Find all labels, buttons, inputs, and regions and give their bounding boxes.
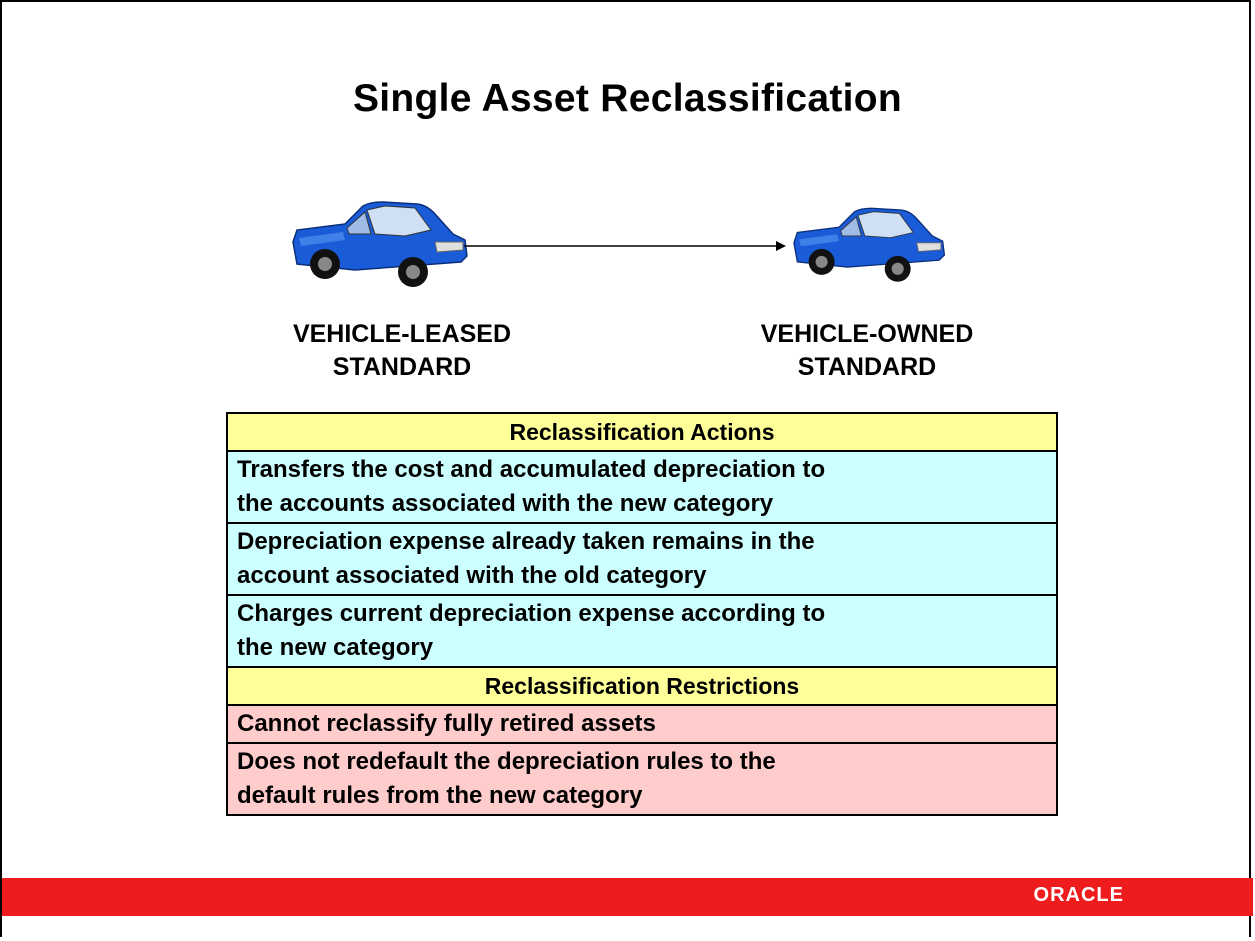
actions-header: Reclassification Actions	[228, 414, 1056, 452]
car-icon	[793, 207, 946, 282]
action-row: Depreciation expense already taken remai…	[228, 524, 1056, 596]
restrictions-header: Reclassification Restrictions	[228, 668, 1056, 706]
restriction-text: Does not redefault the depreciation rule…	[237, 748, 776, 775]
category-from-line1: VEHICLE-LEASED	[292, 320, 512, 348]
right-arrow-icon	[464, 241, 786, 251]
action-text: Depreciation expense already taken remai…	[237, 528, 815, 555]
category-to-line2: STANDARD	[797, 353, 937, 381]
restriction-row: Cannot reclassify fully retired assets	[228, 706, 1056, 744]
action-text: account associated with the old category	[237, 562, 707, 589]
category-to-line1: VEHICLE-OWNED	[760, 320, 974, 348]
category-from-label: VEHICLE-LEASED STANDARD	[252, 318, 552, 384]
action-text: the new category	[237, 634, 434, 661]
category-from-line2: STANDARD	[332, 353, 472, 381]
footer-bar	[2, 878, 1253, 916]
action-text: the accounts associated with the new cat…	[237, 490, 774, 517]
action-row: Charges current depreciation expense acc…	[228, 596, 1056, 668]
category-to-label: VEHICLE-OWNED STANDARD	[717, 318, 1017, 384]
car-icon	[292, 201, 468, 287]
restriction-row: Does not redefault the depreciation rule…	[228, 744, 1056, 814]
restriction-text: Cannot reclassify fully retired assets	[237, 710, 656, 737]
action-text: Transfers the cost and accumulated depre…	[237, 456, 826, 483]
restriction-text: default rules from the new category	[237, 782, 643, 809]
slide-title: Single Asset Reclassification	[352, 77, 903, 120]
action-text: Charges current depreciation expense acc…	[237, 600, 826, 627]
reclassification-table: Reclassification Actions Transfers the c…	[226, 412, 1058, 816]
action-row: Transfers the cost and accumulated depre…	[228, 452, 1056, 524]
oracle-logo: ORACLE	[1033, 884, 1124, 906]
